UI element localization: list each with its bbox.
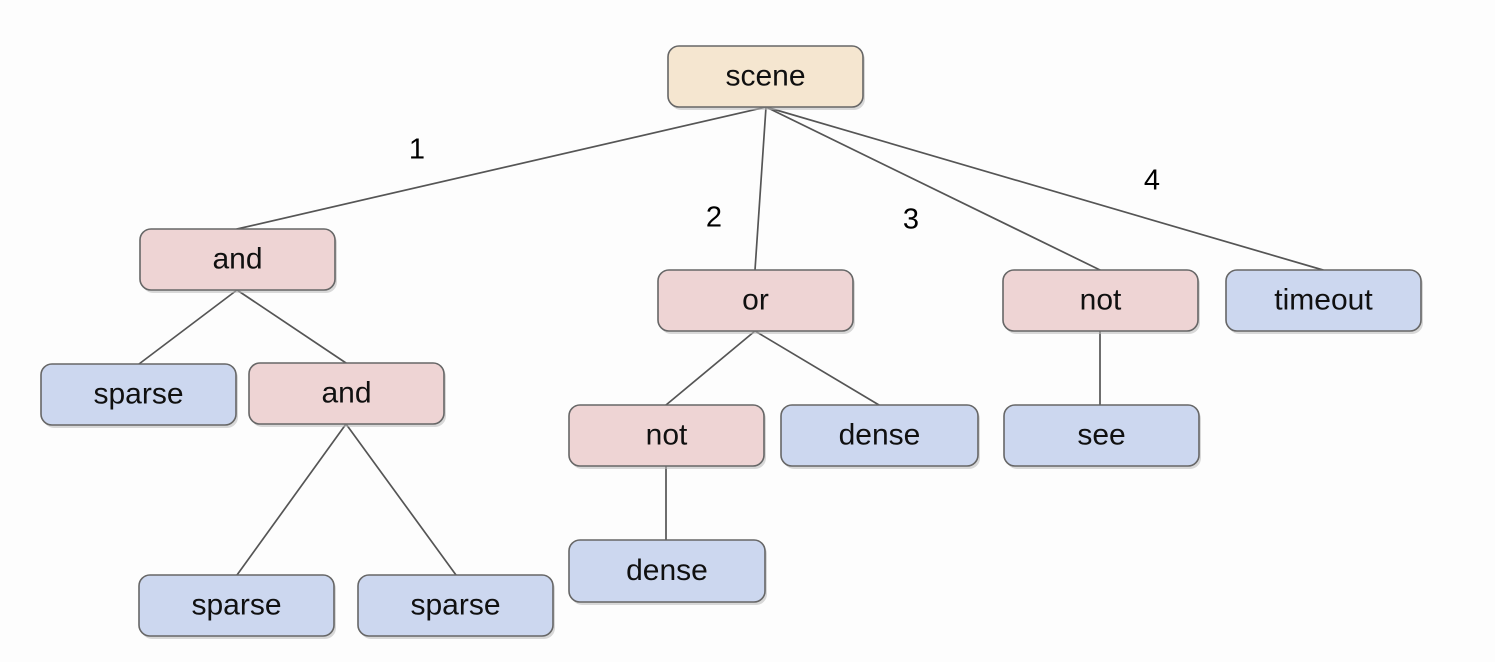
tree-node-timeout1[interactable]: timeout [1225,269,1423,334]
tree-node-dense1[interactable]: dense [780,404,980,469]
node-box[interactable] [667,45,864,108]
node-box[interactable] [1003,404,1200,467]
tree-edge [765,106,1324,271]
node-box[interactable] [657,269,854,332]
node-box[interactable] [1225,269,1422,332]
tree-edge [138,289,238,365]
tree-node-sparse2[interactable]: sparse [138,574,336,639]
node-box[interactable] [40,363,237,426]
node-box[interactable] [138,574,335,637]
edge-label: 1 [409,134,425,166]
tree-edge [754,330,880,406]
tree-node-scene[interactable]: scene [667,45,865,110]
tree-node-dense2[interactable]: dense [568,539,767,605]
edge-label: 2 [706,202,722,234]
tree-node-and2[interactable]: and [248,362,446,427]
tree-node-or1[interactable]: or [657,269,855,334]
tree-node-sparse3[interactable]: sparse [357,574,555,639]
tree-edge [236,423,347,576]
tree-edge [236,289,347,364]
tree-node-not1[interactable]: not [1002,269,1200,334]
edge-labels-layer: 1 2 3 4 [409,134,1160,236]
tree-node-see1[interactable]: see [1003,404,1201,469]
node-box[interactable] [568,404,765,467]
node-box[interactable] [248,362,445,425]
edge-label: 3 [903,204,919,236]
tree-edge [765,106,1101,271]
node-box[interactable] [139,228,336,291]
tree-edge [236,106,767,230]
node-box[interactable] [568,539,766,603]
node-box[interactable] [357,574,554,637]
tree-node-sparse1[interactable]: sparse [40,363,238,428]
node-box[interactable] [780,404,979,467]
tree-edge [754,106,767,271]
tree-node-and1[interactable]: and [139,228,337,293]
node-box[interactable] [1002,269,1199,332]
tree-edge [345,423,457,576]
edges-layer [138,106,1324,576]
tree-node-not2[interactable]: not [568,404,766,469]
tree-edge [665,330,756,406]
edge-label: 4 [1144,165,1160,197]
